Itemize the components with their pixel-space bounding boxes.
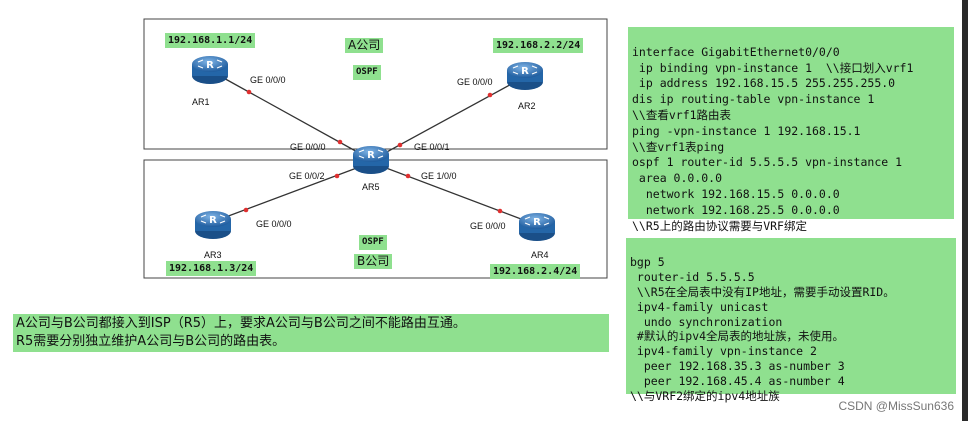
router-ar4-icon[interactable] <box>518 212 556 242</box>
topology-diagram: R <box>143 18 608 279</box>
code-line: network 192.168.15.5 0.0.0.0 <box>632 186 840 201</box>
port-dot <box>405 173 411 179</box>
code-line: ospf 1 router-id 5.5.5.5 vpn-instance 1 <box>632 155 903 170</box>
code-line: bgp 5 <box>630 254 665 269</box>
port-dot <box>246 89 252 95</box>
router-ar1-icon[interactable] <box>191 55 229 85</box>
port-dot <box>243 207 249 213</box>
code-line: \\R5在全局表中没有IP地址，需要手动设置RID。 <box>630 284 895 299</box>
code-line: router-id 5.5.5.5 <box>630 269 755 284</box>
code-line: peer 192.168.45.4 as-number 4 <box>630 374 845 389</box>
company-b-protocol: OSPF <box>359 235 387 250</box>
vrf-config-block: interface GigabitEthernet0/0/0 ip bindin… <box>628 27 954 233</box>
ar5-name: AR5 <box>362 182 380 192</box>
router-ar5-icon[interactable] <box>352 145 390 175</box>
code-line: interface GigabitEthernet0/0/0 <box>632 44 840 59</box>
port-dot <box>397 142 403 148</box>
code-line: peer 192.168.35.3 as-number 3 <box>630 359 845 374</box>
code-line: area 0.0.0.0 <box>632 171 723 186</box>
ar4-name: AR4 <box>531 250 549 260</box>
ar5-port-to-ar1: GE 0/0/0 <box>290 142 326 152</box>
code-line: dis ip routing-table vpn-instance 1 <box>632 92 875 107</box>
ar3-name: AR3 <box>204 250 222 260</box>
code-line: ping -vpn-instance 1 192.168.15.1 <box>632 123 861 138</box>
code-line: \\与VRF2绑定的ipv4地址族 <box>630 389 780 404</box>
company-a-protocol: OSPF <box>353 65 381 80</box>
ar1-name: AR1 <box>192 97 210 107</box>
ar2-name: AR2 <box>518 101 536 111</box>
ar4-ip-label: 192.168.2.4/24 <box>490 264 581 279</box>
ar3-ip-label: 192.168.1.3/24 <box>166 261 257 276</box>
ar1-ip-label: 192.168.1.1/24 <box>165 33 256 48</box>
code-line: \\查看vrf1路由表 <box>632 107 732 122</box>
code-line: network 192.168.25.5 0.0.0.0 <box>632 202 840 217</box>
code-line: ipv4-family vpn-instance 2 <box>630 344 817 359</box>
bgp-config-block: bgp 5 router-id 5.5.5.5 \\R5在全局表中没有IP地址，… <box>626 238 956 403</box>
ar2-port-label: GE 0/0/0 <box>457 77 493 87</box>
window-edge <box>962 0 968 421</box>
ar4-port-label: GE 0/0/0 <box>470 221 506 231</box>
router-ar3-icon[interactable] <box>194 210 232 240</box>
company-b-label: B公司 <box>354 254 393 269</box>
ar5-port-to-ar4: GE 1/0/0 <box>421 171 457 181</box>
router-ar2-icon[interactable] <box>506 61 544 91</box>
ar5-port-to-ar2: GE 0/0/1 <box>414 142 450 152</box>
link-ar4-ar5 <box>372 162 530 223</box>
code-line: #默认的ipv4全局表的地址族，未使用。 <box>630 329 845 344</box>
link-ar2-ar5 <box>371 80 518 161</box>
link-ar3-ar5 <box>214 162 371 222</box>
requirement-line-2: R5需要分别独立维护A公司与B公司的路由表。 <box>16 334 286 349</box>
requirement-line-1: A公司与B公司都接入到ISP（R5）上，要求A公司与B公司之间不能路由互通。 <box>16 316 466 331</box>
code-line: ipv4-family unicast <box>630 299 769 314</box>
port-dot <box>487 92 493 98</box>
link-ar1-ar5 <box>219 75 371 160</box>
company-a-label: A公司 <box>345 38 384 53</box>
ar5-port-to-ar3: GE 0/0/2 <box>289 171 325 181</box>
port-dot <box>497 208 503 214</box>
ar3-port-label: GE 0/0/0 <box>256 219 292 229</box>
code-line: ip address 192.168.15.5 255.255.255.0 <box>632 76 896 91</box>
code-line: undo synchronization <box>630 314 783 329</box>
port-dot <box>337 139 343 145</box>
watermark: CSDN @MissSun636 <box>838 399 954 413</box>
code-line: ip binding vpn-instance 1 \\接口划入vrf1 <box>632 60 914 75</box>
ar1-port-label: GE 0/0/0 <box>250 75 286 85</box>
requirement-note: A公司与B公司都接入到ISP（R5）上，要求A公司与B公司之间不能路由互通。 R… <box>13 314 609 352</box>
code-line: \\查vrf1表ping <box>632 139 725 154</box>
ar2-ip-label: 192.168.2.2/24 <box>493 38 584 53</box>
code-line: \\R5上的路由协议需要与VRF绑定 <box>632 218 807 233</box>
port-dot <box>334 173 340 179</box>
